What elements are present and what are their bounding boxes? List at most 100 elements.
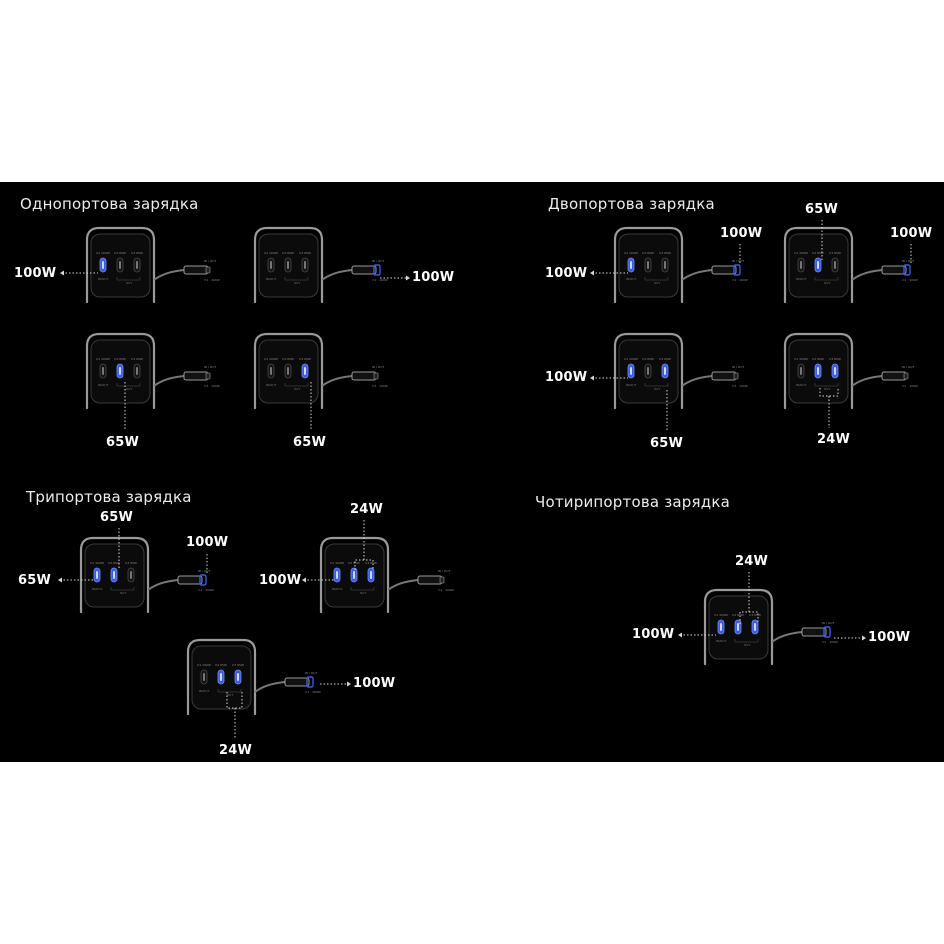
port-caption: C3 65W	[131, 251, 143, 255]
port-caption: C3 65W	[299, 357, 311, 361]
port-caption: C1 100W	[714, 613, 728, 617]
charger-handle	[79, 536, 150, 614]
usb-c-plug	[417, 575, 443, 585]
cable-caption: IN / OUT	[198, 569, 211, 573]
charger-handle	[186, 638, 257, 716]
port-caption: C1 100W	[96, 357, 110, 361]
cable	[681, 375, 713, 387]
charger-handle	[613, 226, 684, 304]
port-caption: C2 65W	[732, 613, 744, 617]
port-caption: IN/OUT	[626, 383, 637, 387]
usb-c-plug	[801, 627, 827, 637]
cable-caption: C1 · 100W	[732, 278, 748, 282]
power-label: 65W	[100, 510, 134, 525]
cable-caption: C1 · 100W	[372, 384, 388, 388]
port-caption: C2 65W	[215, 663, 227, 667]
port-caption: C3 65W	[131, 357, 143, 361]
power-label: 100W	[720, 226, 763, 241]
port-caption: OUT	[744, 643, 751, 647]
section-title-dual: Двопортова зарядка	[548, 195, 715, 213]
port-caption: IN/OUT	[92, 587, 103, 591]
cable-caption: C1 · 100W	[372, 278, 388, 282]
port-caption: IN/OUT	[332, 587, 343, 591]
cable	[387, 579, 419, 591]
charger-handle	[253, 332, 324, 410]
cable	[254, 681, 286, 693]
power-label: 100W	[353, 676, 396, 691]
power-label: 100W	[186, 535, 229, 550]
cable-caption: C1 · 100W	[204, 278, 220, 282]
charger-handle	[783, 332, 854, 410]
power-label: 100W	[259, 573, 302, 588]
cable-caption: IN / OUT	[372, 365, 385, 369]
power-label: 65W	[18, 573, 52, 588]
port-caption: OUT	[294, 281, 301, 285]
port-caption: OUT	[654, 387, 661, 391]
cable-caption: IN / OUT	[372, 259, 385, 263]
port-caption: C3 65W	[232, 663, 244, 667]
section-title-triple: Трипортова зарядка	[26, 488, 192, 506]
cable	[771, 631, 803, 643]
port-caption: IN/OUT	[199, 689, 210, 693]
port-caption: C2 65W	[812, 357, 824, 361]
port-caption: C3 65W	[659, 251, 671, 255]
port-caption: IN/OUT	[98, 277, 109, 281]
port-caption: C1 100W	[90, 561, 104, 565]
cable-caption: C1 · 100W	[822, 640, 838, 644]
port-caption: C2 65W	[114, 357, 126, 361]
section-title-quad: Чотирипортова зарядка	[535, 493, 730, 511]
port-caption: C1 100W	[794, 251, 808, 255]
port-caption: C1 100W	[197, 663, 211, 667]
port-caption: C2 65W	[114, 251, 126, 255]
port-caption: IN/OUT	[796, 277, 807, 281]
section-title-single: Однопортова зарядка	[20, 195, 199, 213]
plug-tip-active	[903, 264, 911, 276]
diagram-panel: Однопортова зарядка Двопортова зарядка Т…	[0, 182, 944, 762]
port-caption: C3 65W	[659, 357, 671, 361]
power-label: 100W	[632, 627, 675, 642]
port-caption: C1 100W	[264, 251, 278, 255]
plug-tip-active	[199, 574, 207, 586]
port-caption: C2 65W	[642, 357, 654, 361]
port-caption: IN/OUT	[266, 383, 277, 387]
cable-caption: C1 · 100W	[902, 278, 918, 282]
port-caption: C3 65W	[299, 251, 311, 255]
usb-c-plug	[351, 265, 377, 275]
usb-c-plug	[881, 371, 907, 381]
cable-caption: IN / OUT	[902, 365, 915, 369]
port-caption: IN/OUT	[98, 383, 109, 387]
plug-tip-active	[373, 264, 381, 276]
port-caption: C1 100W	[624, 251, 638, 255]
power-label: 24W	[350, 502, 384, 517]
cable-caption: IN / OUT	[902, 259, 915, 263]
charger-handle	[613, 332, 684, 410]
port-caption: IN/OUT	[266, 277, 277, 281]
power-label: 24W	[817, 432, 851, 447]
cable-caption: IN / OUT	[438, 569, 451, 573]
cable-caption: IN / OUT	[305, 671, 318, 675]
port-caption: C3 65W	[365, 561, 377, 565]
port-caption: OUT	[824, 387, 831, 391]
usb-c-plug	[711, 371, 737, 381]
port-caption: OUT	[360, 591, 367, 595]
plug-tip-active	[823, 626, 831, 638]
port-caption: C3 65W	[125, 561, 137, 565]
port-caption: IN/OUT	[716, 639, 727, 643]
usb-c-plug	[284, 677, 310, 687]
port-caption: C1 100W	[794, 357, 808, 361]
cable	[153, 269, 185, 281]
plug-tip-active	[306, 676, 314, 688]
cable	[851, 375, 883, 387]
power-label: 65W	[106, 435, 140, 450]
port-caption: OUT	[120, 591, 127, 595]
cable-caption: IN / OUT	[204, 259, 217, 263]
port-caption: OUT	[294, 387, 301, 391]
